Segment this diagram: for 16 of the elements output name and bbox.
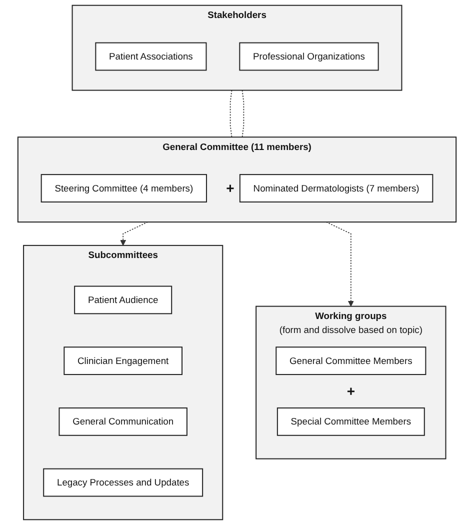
node-box: Special Committee Members <box>276 407 425 436</box>
node-box: Steering Committee (4 members) <box>40 174 207 202</box>
node-box: Nominated Dermatologists (7 members) <box>239 174 434 202</box>
node-box: General Communication <box>58 407 188 436</box>
node-box: Clinician Engagement <box>64 346 183 376</box>
node-box: Patient Associations <box>95 42 207 71</box>
arrow <box>120 222 148 246</box>
node-box: General Committee Members <box>276 346 426 376</box>
plus-sign: + <box>226 181 234 196</box>
arrow <box>326 222 354 307</box>
node-box: Professional Organizations <box>239 42 379 71</box>
connector <box>230 90 232 138</box>
node-box: Legacy Processes and Updates <box>43 468 204 497</box>
node-box: Patient Audience <box>74 286 172 314</box>
plus-sign: + <box>346 384 356 398</box>
connector <box>242 90 244 138</box>
